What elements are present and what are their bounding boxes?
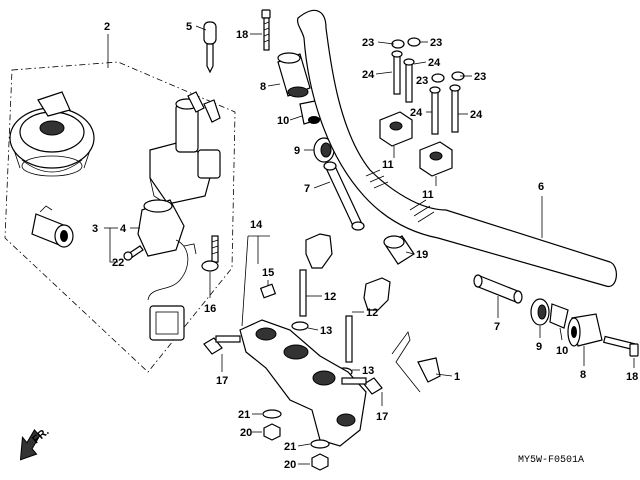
- callout-7: 7: [304, 183, 310, 195]
- bolt-17-right: [341, 377, 383, 395]
- upper-holder-right: [419, 141, 453, 177]
- callout-8: 8: [260, 81, 266, 93]
- callout-5: 5: [186, 21, 192, 33]
- leader-lines: [104, 25, 635, 465]
- screw-22: [123, 245, 144, 261]
- switch-body: [137, 199, 197, 341]
- callout-23: 23: [474, 71, 486, 83]
- callout-7: 7: [494, 321, 500, 333]
- bar-end-weight-top: [277, 52, 311, 98]
- bolt-16: [201, 235, 219, 272]
- callout-18: 18: [236, 29, 248, 41]
- callout-17: 17: [376, 411, 388, 423]
- callout-22: 22: [112, 257, 124, 269]
- front-arrow-icon: [19, 428, 41, 461]
- callout-10: 10: [277, 115, 289, 127]
- callout-24: 24: [362, 69, 375, 81]
- callout-9: 9: [536, 341, 542, 353]
- lower-holder-12-right: [345, 277, 391, 363]
- washers-21-nuts-20: [262, 409, 330, 471]
- callout-15: 15: [262, 267, 274, 279]
- callout-4: 4: [120, 223, 127, 235]
- clamp-15: [259, 283, 277, 299]
- callout-21: 21: [284, 441, 296, 453]
- bolts-24: [391, 50, 461, 135]
- callout-2: 2: [104, 21, 110, 33]
- callout-20: 20: [284, 459, 296, 471]
- inner-weight-7-top: [323, 161, 365, 231]
- callout-3: 3: [92, 223, 98, 235]
- bolt-17-left: [203, 335, 241, 355]
- callout-14: 14: [250, 219, 263, 231]
- callout-16: 16: [204, 303, 216, 315]
- inner-weight-7-right: [473, 274, 523, 304]
- callout-11: 11: [382, 159, 394, 171]
- callout-6: 6: [538, 181, 544, 193]
- bar-end-weight-right: [567, 313, 603, 347]
- callout-13: 13: [320, 325, 332, 337]
- callout-23: 23: [430, 37, 442, 49]
- collar-10-right: [549, 303, 569, 329]
- key: [203, 21, 217, 74]
- ignition-switch: [149, 91, 221, 207]
- callout-13: 13: [362, 365, 374, 377]
- callout-20: 20: [240, 427, 252, 439]
- callout-12: 12: [366, 307, 378, 319]
- callout-12: 12: [324, 291, 336, 303]
- callout-18: 18: [626, 371, 638, 383]
- grommet-19: [383, 235, 415, 265]
- handlebar: [297, 9, 617, 287]
- callout-23: 23: [362, 37, 374, 49]
- lower-holder-12-left: [299, 233, 333, 317]
- callout-24: 24: [428, 57, 441, 69]
- callout-1: 1: [454, 371, 460, 383]
- fuel-cap: [9, 91, 95, 177]
- top-bridge: [239, 319, 367, 447]
- callout-17: 17: [216, 375, 228, 387]
- callout-labels: 2 5 18 8 10 9 7 23 23 24 24 23 23 24 24 …: [92, 21, 638, 471]
- upper-holder-left: [379, 111, 413, 147]
- callout-19: 19: [416, 249, 428, 261]
- seat-lock-cylinder: [31, 205, 74, 248]
- rubber-9-right: [530, 298, 550, 326]
- callout-11: 11: [422, 189, 434, 201]
- callout-24: 24: [470, 109, 483, 121]
- caps-23: [391, 37, 465, 83]
- callout-23: 23: [416, 75, 428, 87]
- diagram-code: MY5W-F0501A: [518, 455, 584, 466]
- wire-bracket-1: [391, 331, 441, 393]
- callout-8: 8: [580, 369, 586, 381]
- lock-set-boundary: [4, 61, 236, 373]
- callout-21: 21: [238, 409, 250, 421]
- callout-9: 9: [294, 145, 300, 157]
- callout-24: 24: [410, 107, 423, 119]
- bolt-18-right: [602, 335, 639, 357]
- bolt-18-top: [261, 9, 271, 51]
- callout-10: 10: [556, 345, 568, 357]
